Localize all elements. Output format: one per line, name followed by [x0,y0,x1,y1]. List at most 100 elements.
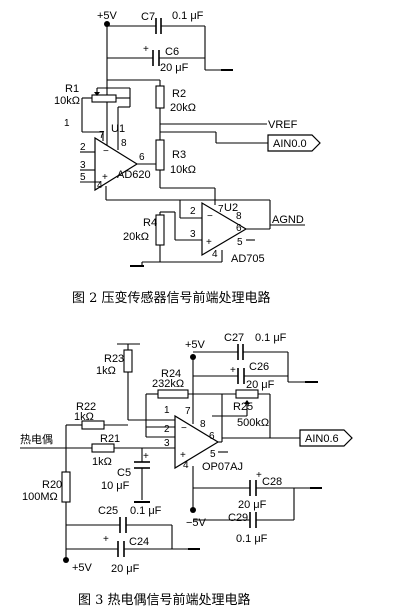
op07-pin-1: 1 [164,405,170,416]
c26-value: 20 μF [246,379,275,391]
svg-text:−: − [207,211,213,222]
svg-text:+: + [143,451,149,462]
r4-label: R4 [143,217,157,229]
u2-pin-7: 7 [218,204,224,215]
r21-value: 1kΩ [92,456,112,468]
r4-value: 20kΩ [123,231,149,243]
c25-value: 0.1 μF [130,505,162,517]
svg-text:+: + [102,172,108,183]
c5-value: 10 μF [101,480,130,492]
u1-pin-4: 4 [97,180,103,191]
op07-pin-7: 7 [185,406,191,417]
op07-pin-6: 6 [209,431,215,442]
u1-pin-3: 3 [80,160,86,171]
c6-polarity-mark: + [143,44,149,55]
u1-part-label: AD620 [117,169,151,181]
svg-text:+: + [256,470,262,481]
u1-pin-5: 5 [80,172,86,183]
c6-value: 20 μF [160,62,189,74]
ain0-0-label: AIN0.0 [273,138,307,150]
r25-label: R25 [233,401,253,413]
op07-pin-5: 5 [210,449,216,460]
op07aj-part-label: OP07AJ [202,461,243,473]
r20-label: R20 [42,479,62,491]
u1-pin-7: 7 [99,130,105,141]
agnd-label: AGND [272,214,304,226]
resistor-r21 [91,443,115,453]
r23-value: 1kΩ [96,365,116,377]
fig2-caption: 图 2 压变传感器信号前端处理电路 [72,290,271,306]
c27-value: 0.1 μF [255,332,287,344]
fig3-caption: 图 3 热电偶信号前端处理电路 [78,592,251,608]
svg-text:+: + [180,450,186,461]
u2-pin-4: 4 [212,249,218,260]
r3-value: 10kΩ [170,164,196,176]
r22-value: 1kΩ [74,411,94,423]
u2-pin-8: 8 [236,211,242,222]
u2-pin-3: 3 [190,229,196,240]
r3-label: R3 [172,149,186,161]
resistor-r23 [123,349,133,373]
r23-label: R23 [104,353,124,365]
r2-value: 20kΩ [170,102,196,114]
resistor-r2 [155,85,165,109]
op07-pin-3: 3 [164,438,170,449]
opamp-u1-ad620 [94,136,139,192]
svg-text:−: − [103,146,109,157]
c27-label: C27 [224,332,244,344]
r24-label: R24 [161,368,181,380]
c24-value: 20 μF [111,563,140,575]
c7-value: 0.1 μF [172,10,204,22]
r20-value: 100MΩ [22,491,58,503]
vref-label: VREF [268,119,298,131]
figure-2-strain-sensor-circuit: +5V C7 0.1 μF + C6 20 μF R1 10kΩ [54,10,321,306]
r1-value: 10kΩ [54,95,80,107]
u2-part-label: AD705 [231,253,265,265]
fig3-supply-neg-label: −5V [186,517,207,529]
r1-label: R1 [65,83,79,95]
figure-3-thermocouple-circuit: +5V C27 0.1 μF + C26 20 μF R23 1kΩ R24 2… [20,332,353,608]
u1-pin-8: 8 [121,138,127,149]
svg-text:−: − [181,423,187,434]
c28-value: 20 μF [238,499,267,511]
opamp-u2-ad705 [201,201,248,257]
u2-pin-6: 6 [236,223,242,234]
u1-pin-1: 1 [64,118,70,129]
r2-label: R2 [172,88,186,100]
op07-pin-2: 2 [164,424,170,435]
op07-pin-8: 8 [200,419,206,430]
c5-label: C5 [117,467,131,479]
svg-text:+: + [230,365,236,376]
u2-label: U2 [224,202,238,214]
c7-label: C7 [141,11,155,23]
resistor-r3 [155,139,165,171]
u2-pin-5: 5 [237,237,243,248]
c29-label: C29 [228,512,248,524]
c24-label: C24 [129,536,149,548]
svg-text:+: + [206,237,212,248]
fig3-supply-pos-label: +5V [185,339,206,351]
r25-value: 500kΩ [237,417,269,429]
r22-label: R22 [76,401,96,413]
fig2-supply-label: +5V [97,10,118,22]
resistor-r24 [157,389,189,399]
opamp-op07aj [174,414,220,470]
r21-label: R21 [100,433,120,445]
svg-text:+: + [103,534,109,545]
c25-label: C25 [98,505,118,517]
resistor-r4 [155,214,165,246]
resistor-r20 [61,471,71,503]
ain0-6-label: AIN0.6 [305,433,339,445]
op07-pin-4: 4 [183,460,189,471]
ain0-0-port [267,134,321,152]
u1-pin-6: 6 [139,152,145,163]
fig3-supply-bottom-label: +5V [72,562,93,574]
ain0-6-port [299,429,353,447]
u2-pin-2: 2 [190,206,196,217]
c6-label: C6 [165,46,179,58]
resistor-r25 [235,389,259,399]
c29-value: 0.1 μF [236,533,268,545]
r24-value: 232kΩ [152,378,184,390]
u1-pin-2: 2 [80,142,86,153]
